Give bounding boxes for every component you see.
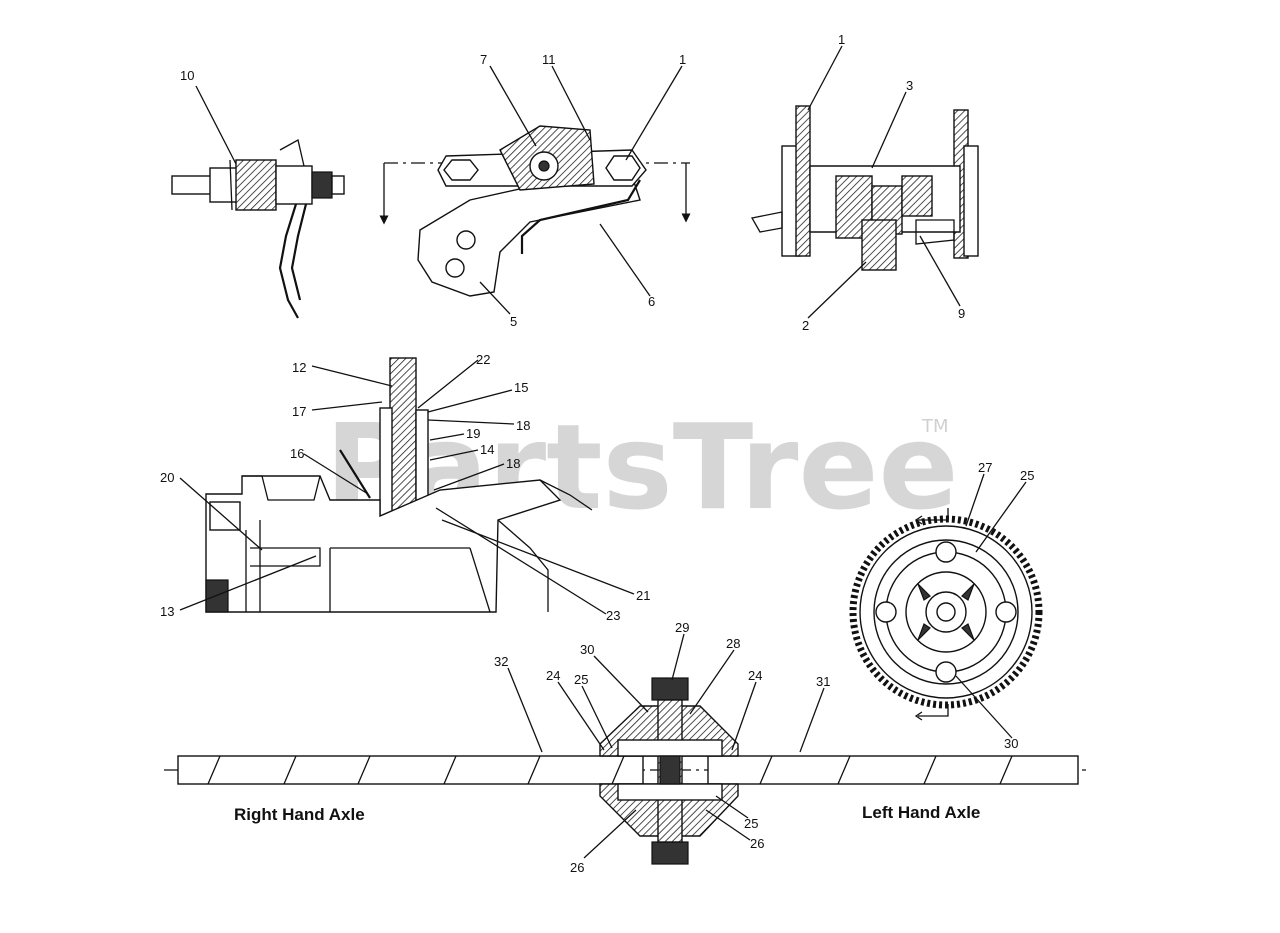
part-label-25a: 25 xyxy=(1020,468,1034,483)
part-label-23: 23 xyxy=(606,608,620,623)
part-label-25b: 25 xyxy=(574,672,588,687)
part-label-19: 19 xyxy=(466,426,480,441)
part-label-12: 12 xyxy=(292,360,306,375)
part-label-30a: 30 xyxy=(580,642,594,657)
part-label-25c: 25 xyxy=(744,816,758,831)
housing-section-figure xyxy=(205,357,593,613)
part-label-17: 17 xyxy=(292,404,306,419)
part-label-22: 22 xyxy=(476,352,490,367)
part-label-18b: 18 xyxy=(506,456,520,471)
part-label-26a: 26 xyxy=(750,836,764,851)
differential-gear-figure xyxy=(849,508,1043,721)
part-label-29: 29 xyxy=(675,620,689,635)
part-label-30b: 30 xyxy=(1004,736,1018,751)
part-label-27: 27 xyxy=(978,460,992,475)
left-hand-axle-caption: Left Hand Axle xyxy=(862,803,980,822)
shift-lever-figure xyxy=(379,125,691,297)
part-label-20: 20 xyxy=(160,470,174,485)
part-label-15: 15 xyxy=(514,380,528,395)
part-label-1a: 1 xyxy=(838,32,845,47)
part-label-3: 3 xyxy=(906,78,913,93)
part-label-6: 6 xyxy=(648,294,655,309)
shift-shaft-figure xyxy=(171,139,345,319)
gear-cluster-figure xyxy=(750,105,979,271)
part-label-16: 16 xyxy=(290,446,304,461)
part-label-32: 32 xyxy=(494,654,508,669)
leader-lines xyxy=(179,45,1027,859)
part-label-10: 10 xyxy=(180,68,194,83)
part-label-18a: 18 xyxy=(516,418,530,433)
right-hand-axle-caption: Right Hand Axle xyxy=(234,805,365,824)
part-label-2: 2 xyxy=(802,318,809,333)
part-label-1b: 1 xyxy=(679,52,686,67)
part-label-14: 14 xyxy=(480,442,494,457)
part-labels: 1 3 7 11 1 10 5 6 2 9 12 22 15 17 18 19 … xyxy=(160,32,1034,875)
part-label-26b: 26 xyxy=(570,860,584,875)
part-label-24b: 24 xyxy=(748,668,762,683)
part-label-21: 21 xyxy=(636,588,650,603)
part-label-5: 5 xyxy=(510,314,517,329)
part-label-11: 11 xyxy=(542,52,556,67)
part-label-9: 9 xyxy=(958,306,965,321)
part-label-28: 28 xyxy=(726,636,740,651)
axle-assembly-figure xyxy=(164,677,1086,865)
part-label-24a: 24 xyxy=(546,668,560,683)
part-label-31: 31 xyxy=(816,674,830,689)
part-label-13: 13 xyxy=(160,604,174,619)
watermark-tm: TM xyxy=(921,416,949,437)
part-label-7: 7 xyxy=(480,52,487,67)
